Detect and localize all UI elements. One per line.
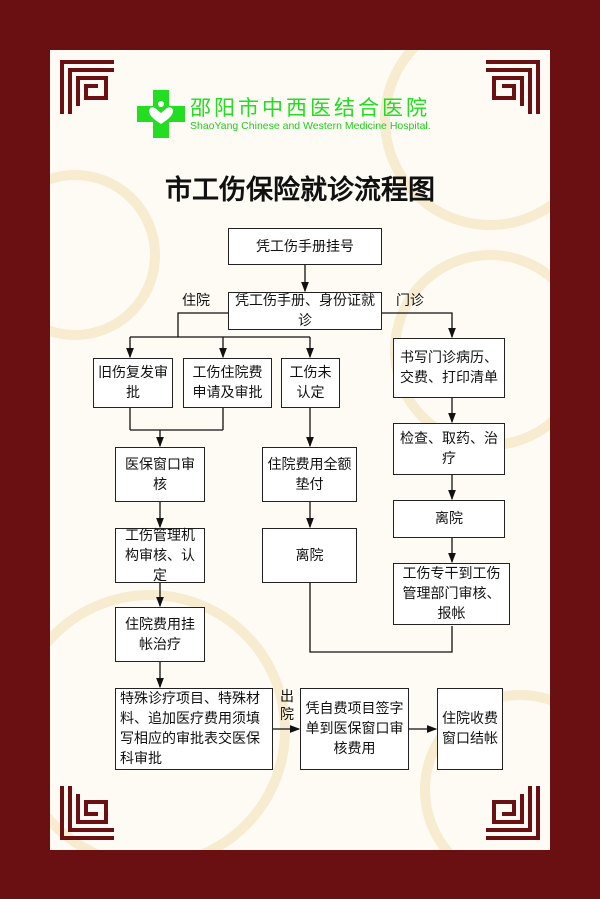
corner-ornament-icon — [60, 786, 114, 840]
corner-ornament-icon — [486, 60, 540, 114]
label-inpatient: 住院 — [182, 293, 210, 309]
step-admin-review: 工伤管理机构审核、认定 — [115, 528, 205, 584]
step-insurance-window: 医保窗口审核 — [115, 447, 205, 502]
label-discharge: 出院 — [280, 689, 294, 723]
hospital-name-en: ShaoYang Chinese and Western Medicine Ho… — [190, 120, 431, 132]
step-special-approval: 特殊诊疗项目、特殊材料、追加医疗费用须填写相应的审批表交医保科审批 — [115, 688, 273, 770]
hospital-name-cn: 邵阳市中西医结合医院 — [190, 96, 430, 120]
background-pattern — [380, 50, 550, 230]
step-hosp-apply: 工伤住院费申请及审批 — [183, 358, 272, 408]
corner-ornament-icon — [486, 786, 540, 840]
step-reimburse: 工伤专干到工伤管理部门审核、报帐 — [393, 563, 510, 625]
page-title: 市工伤保险就诊流程图 — [165, 175, 435, 206]
label-outpatient: 门诊 — [396, 293, 424, 309]
step-credit-treat: 住院费用挂帐治疗 — [115, 607, 205, 662]
step-register: 凭工伤手册挂号 — [228, 228, 382, 265]
background-pattern — [50, 590, 290, 850]
step-self-pay: 凭自费项目签字单到医保窗口审核费用 — [300, 688, 409, 770]
step-outpatient-record: 书写门诊病历、交费、打印清单 — [393, 338, 505, 398]
hospital-logo-icon — [137, 90, 185, 138]
step-old-injury: 旧伤复发审批 — [93, 358, 173, 408]
step-full-advance: 住院费用全额垫付 — [262, 447, 357, 502]
corner-ornament-icon — [60, 60, 114, 114]
step-leave-right: 离院 — [393, 500, 505, 538]
step-check-treat: 检查、取药、治疗 — [393, 423, 505, 475]
step-not-certified: 工伤未认定 — [281, 358, 340, 408]
step-settle: 住院收费窗口结帐 — [437, 688, 503, 770]
step-leave-mid: 离院 — [262, 528, 357, 583]
step-visit: 凭工伤手册、身份证就诊 — [228, 292, 382, 330]
